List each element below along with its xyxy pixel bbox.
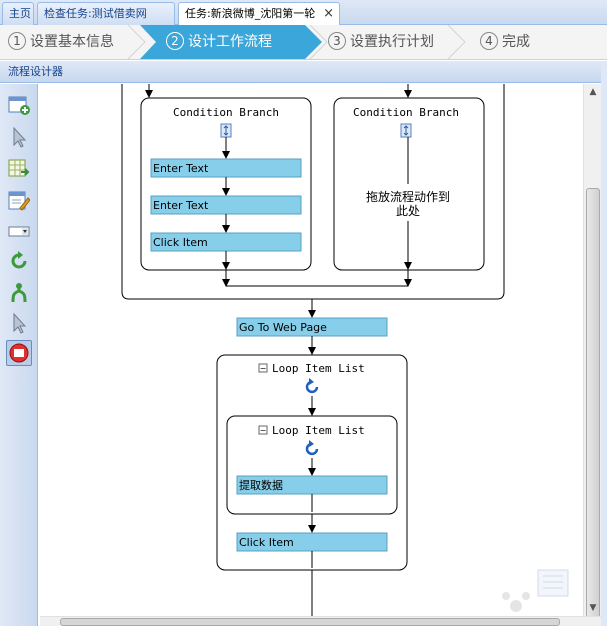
action-label: 提取数据	[239, 478, 283, 492]
action-label: Click Item	[239, 536, 294, 549]
tab-current-task[interactable]: 任务:新浪微博_沈阳第一轮 ×	[178, 2, 340, 26]
loop-outer-title: Loop Item List	[272, 362, 365, 375]
condition-container	[121, 84, 505, 300]
loop-icon[interactable]	[6, 248, 32, 274]
dropdown-icon[interactable]	[6, 218, 32, 244]
step-label: 设置基本信息	[30, 34, 114, 50]
drop-placeholder-line2: 此处	[396, 204, 420, 218]
edit-form-icon[interactable]	[6, 188, 32, 214]
tab-check-task[interactable]: 检查任务:测试借卖网	[37, 2, 175, 25]
add-page-icon[interactable]	[6, 92, 32, 118]
action-label: Enter Text	[153, 162, 209, 175]
loop-icon	[305, 378, 319, 394]
action-label: Go To Web Page	[239, 321, 327, 334]
stop-icon[interactable]	[6, 340, 32, 366]
step-number: 4	[480, 32, 498, 50]
tab-label: 检查任务:测试借卖网	[44, 7, 147, 20]
tab-bar: 主页 检查任务:测试借卖网 任务:新浪微博_沈阳第一轮 ×	[0, 0, 607, 26]
designer-header: 流程设计器	[0, 61, 607, 83]
step-label: 完成	[502, 34, 530, 50]
collapse-glyph: −	[260, 364, 267, 373]
extract-table-icon[interactable]	[6, 156, 32, 182]
collapse-icon[interactable]	[258, 363, 268, 373]
scroll-down-icon[interactable]: ▼	[589, 603, 597, 613]
action-label: Click Item	[153, 236, 208, 249]
branch-icon[interactable]	[6, 280, 32, 306]
step-number: 3	[328, 32, 346, 50]
watermark-logo	[502, 569, 569, 612]
branch-1-title: Condition Branch	[173, 106, 279, 119]
step-number: 2	[166, 32, 184, 50]
step-label: 设计工作流程	[188, 34, 272, 50]
collapse-glyph: −	[260, 426, 267, 435]
step-label: 设置执行计划	[350, 34, 434, 50]
steps-background	[127, 25, 466, 60]
close-icon[interactable]: ×	[323, 6, 334, 21]
branch-2-title: Condition Branch	[353, 106, 459, 119]
workflow-diagram: Condition Branch Enter Text Enter Text C…	[121, 84, 505, 616]
window-edge	[601, 61, 607, 626]
vertical-scrollbar[interactable]: ▲ ▼	[583, 84, 601, 618]
loop-inner-title: Loop Item List	[272, 424, 365, 437]
select-cursor-icon[interactable]	[6, 124, 32, 150]
collapse-icon[interactable]	[258, 425, 268, 435]
tab-label: 主页	[9, 7, 31, 20]
action-label: Enter Text	[153, 199, 209, 212]
branch-1-icon	[220, 123, 232, 138]
pointer-icon[interactable]	[6, 310, 32, 336]
tab-home[interactable]: 主页	[2, 2, 34, 25]
step-number: 1	[8, 32, 26, 50]
tab-label: 任务:新浪微博_沈阳第一轮	[185, 7, 316, 20]
drop-placeholder-line1: 拖放流程动作到	[366, 189, 450, 204]
loop-icon	[305, 440, 319, 456]
workflow-canvas[interactable]: Condition Branch Enter Text Enter Text C…	[40, 84, 582, 616]
condition-branch-2[interactable]	[333, 97, 485, 271]
scroll-thumb[interactable]	[586, 188, 600, 618]
scroll-up-icon[interactable]: ▲	[589, 87, 597, 97]
tool-palette	[0, 84, 38, 626]
branch-2-icon	[400, 123, 412, 138]
